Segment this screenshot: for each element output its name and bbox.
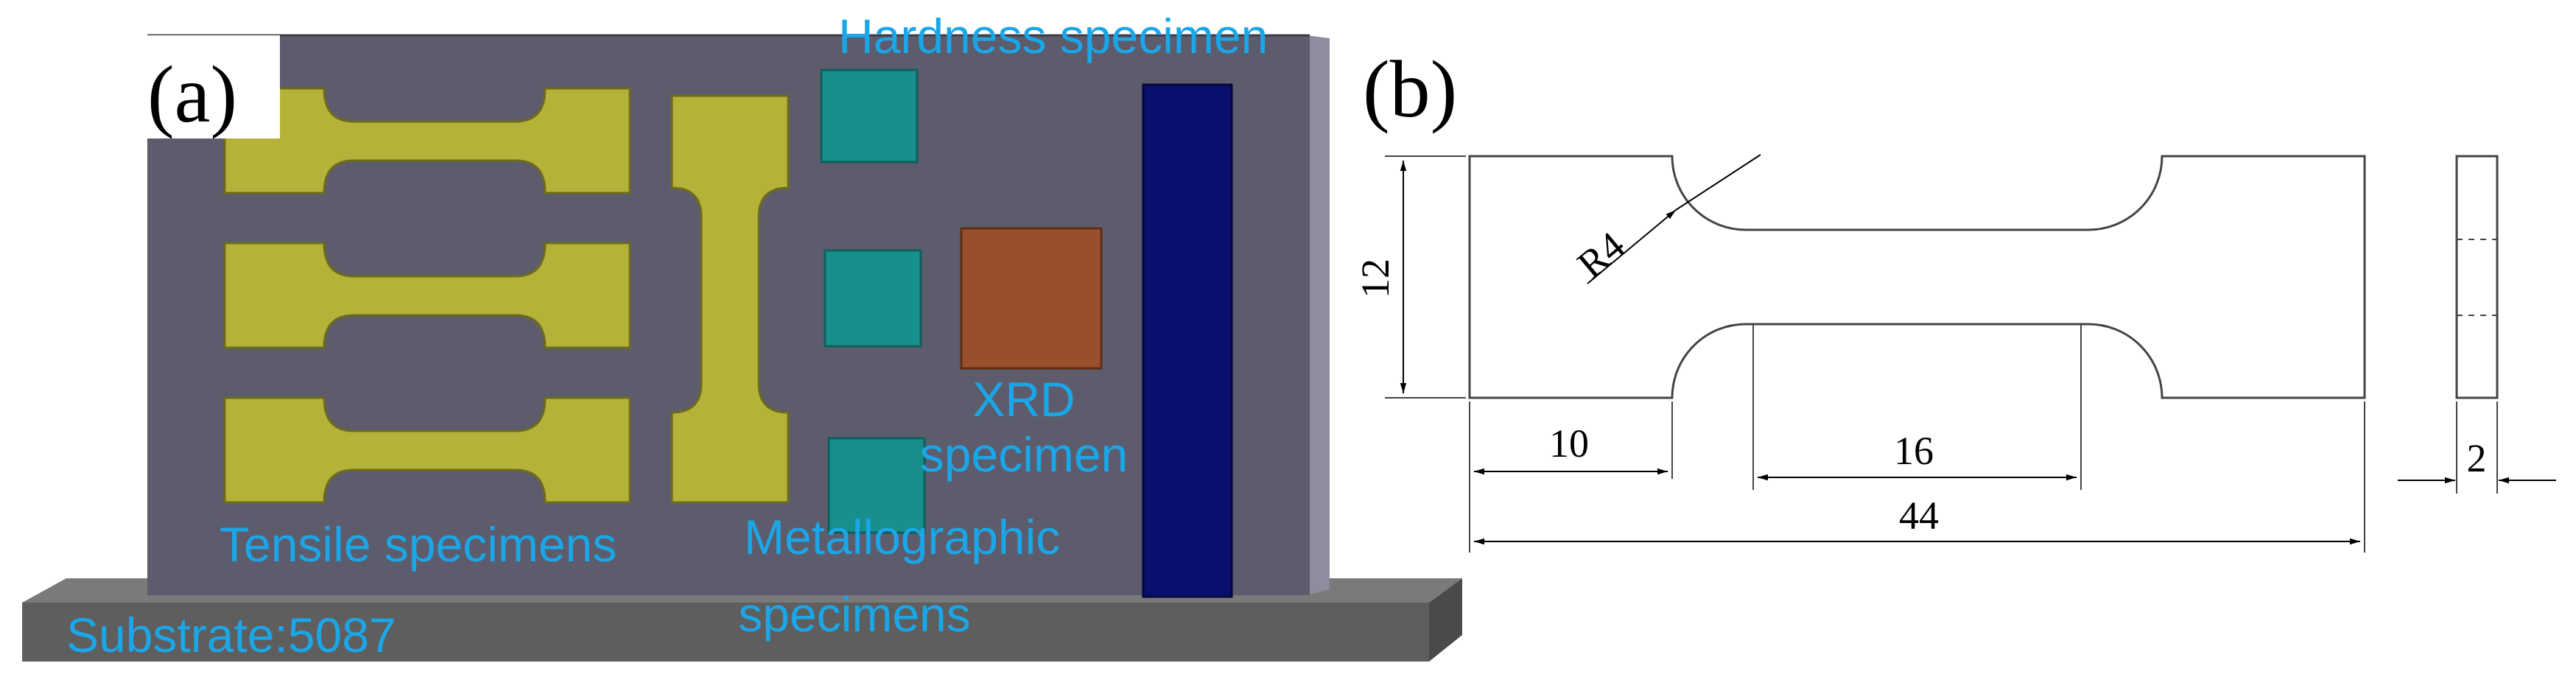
substrate-side-face: [1429, 578, 1462, 662]
panel-b: (b) 12 R4 10 16 44: [1353, 44, 2556, 553]
xrd-label-line1: XRD: [972, 372, 1075, 427]
tensile-label: Tensile specimens: [220, 517, 617, 572]
extension-lines: [1385, 155, 2365, 553]
metallographic-specimen: [824, 249, 922, 348]
radius-leader: [1587, 209, 1677, 284]
xrd-label-line2: specimen: [920, 427, 1128, 482]
metallographic-label-line1: Metallographic: [744, 510, 1060, 564]
thickness-dim-text: 2: [2467, 436, 2487, 480]
dimension-lines: [1400, 154, 2360, 545]
grip-dim-text: 10: [1549, 421, 1589, 466]
side-view: 2: [2398, 155, 2556, 494]
radius-dim-text: R4: [1569, 223, 1633, 287]
tensile-specimen-vertical: [670, 94, 790, 504]
substrate-label: Substrate:5087: [66, 608, 396, 662]
side-view-outline: [2455, 155, 2499, 399]
hardness-label: Hardness specimen: [838, 9, 1268, 63]
plate-side-face: [1308, 35, 1330, 595]
tensile-specimen: [223, 396, 631, 504]
bar-specimen: [1142, 83, 1233, 598]
metallographic-label-line2: specimens: [738, 587, 970, 642]
total-dim-text: 44: [1899, 494, 1939, 538]
hardness-specimen: [820, 69, 919, 164]
tensile-specimens: [223, 87, 790, 504]
panel-a-label-bg: [125, 35, 280, 138]
xrd-specimen: [960, 227, 1103, 370]
gauge-dim-text: 16: [1894, 429, 1934, 473]
metallographic-specimen: [827, 437, 926, 534]
panel-b-label: (b): [1363, 44, 1457, 134]
tensile-specimen: [223, 87, 631, 194]
hardness-specimens: [820, 69, 926, 534]
width-dim-text: 12: [1353, 259, 1397, 298]
tensile-specimen: [223, 242, 631, 349]
dogbone-outline: [1468, 155, 2366, 399]
panel-a-label: (a): [147, 49, 237, 139]
panel-a: (a) Hardness specimen XRD specimen Tensi…: [22, 9, 1462, 662]
substrate-front-face: [22, 603, 1429, 662]
radius-leader-ext: [1675, 154, 1761, 211]
